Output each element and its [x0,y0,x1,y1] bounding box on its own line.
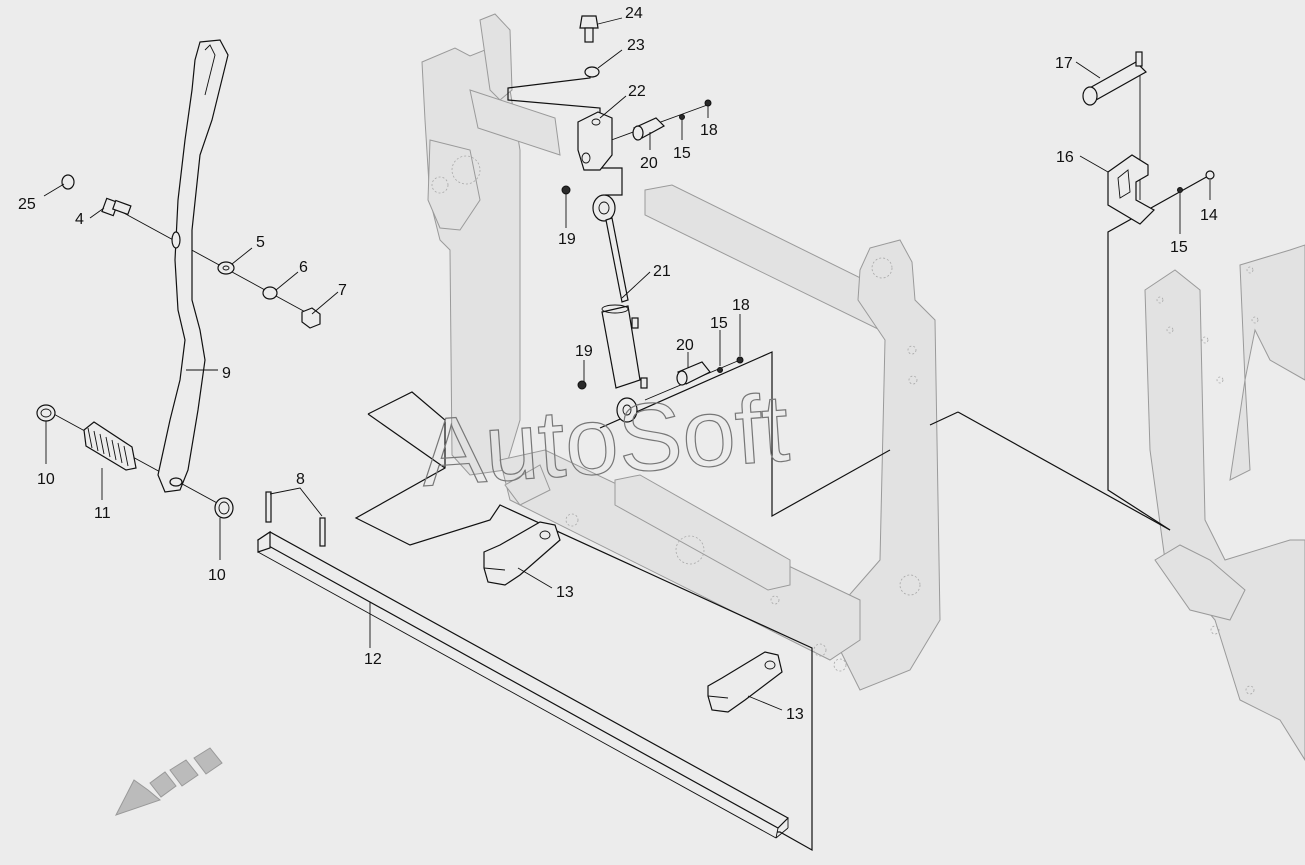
bracket-part-16 [1107,154,1155,225]
callout-6: 6 [299,259,308,276]
bolt-part-24 [579,15,599,43]
leader-lines [49,60,1211,852]
arm-part-13b [707,651,783,713]
callout-8: 8 [296,471,305,488]
clevis-part-22 [577,111,613,171]
shaft-part-12 [256,530,789,839]
callout-labels: 24 23 22 18 20 15 19 21 18 15 20 19 17 1… [18,5,1218,723]
callout-11: 11 [94,505,111,522]
callout-15c: 15 [1170,239,1188,256]
callout-23: 23 [627,37,645,54]
arm-part-13a [483,521,561,586]
ring-part-15b [717,367,723,373]
bolt-part-4 [101,197,132,217]
callout-21: 21 [653,263,671,280]
callout-15a: 15 [673,145,691,162]
callout-13a: 13 [556,584,574,601]
callout-5: 5 [256,234,265,251]
pins-part-8 [265,491,326,547]
callout-17: 17 [1055,55,1073,72]
clip-part-25 [61,174,75,190]
nipple-part-14 [1205,170,1215,180]
callout-10a: 10 [37,471,55,488]
callout-10b: 10 [208,567,226,584]
callout-18b: 18 [732,297,750,314]
lever-part-9 [157,39,229,493]
callout-4: 4 [75,211,84,228]
callout-20b: 20 [676,337,694,354]
cylinder-part-21 [592,194,648,423]
pin-part-17 [1082,51,1147,106]
callout-20a: 20 [640,155,658,172]
callout-15b: 15 [710,315,728,332]
nipple-part-19a [561,185,571,195]
callout-12: 12 [364,651,382,668]
callout-leaders [43,17,1211,711]
washer-part-5 [217,261,235,275]
spring-part-11 [83,421,137,471]
direction-arrow-icon [114,747,223,816]
nut-part-7 [301,307,321,329]
callout-19b: 19 [575,343,593,360]
nipple-part-19b [577,380,587,390]
callout-22: 22 [628,83,646,100]
callout-14: 14 [1200,207,1218,224]
ring-part-15c [1177,187,1183,193]
callout-13b: 13 [786,706,804,723]
nipple-part-18a [704,99,712,107]
pin-part-20b [676,361,711,386]
washer-part-10a [36,404,56,422]
callout-25: 25 [18,196,36,213]
watermark-text: AutoSoft [417,374,792,506]
right-bracket-structure [1144,244,1305,761]
callout-16: 16 [1056,149,1074,166]
nipple-part-18b [736,356,744,364]
lockwasher-part-6 [262,286,278,300]
callout-19a: 19 [558,231,576,248]
callout-9: 9 [222,365,231,382]
washer-part-10b [214,497,234,519]
callout-18a: 18 [700,122,718,139]
pin-part-20a [632,117,665,141]
ring-part-15a [679,114,685,120]
loader-frame [421,13,941,691]
washer-part-23 [584,66,600,78]
callout-7: 7 [338,282,347,299]
callout-24: 24 [625,5,643,22]
